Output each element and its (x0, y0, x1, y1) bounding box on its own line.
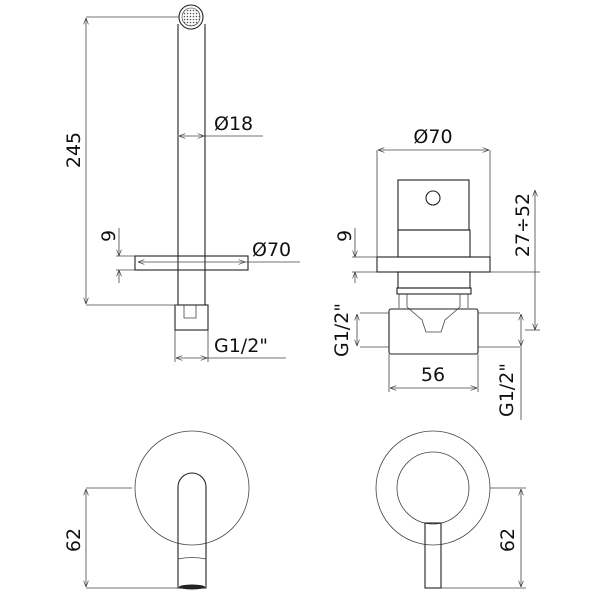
threaded-fitting (174, 304, 209, 331)
spout-rosette (134, 430, 250, 546)
aerator-mesh-icon (181, 7, 201, 27)
spout-front (177, 472, 207, 589)
thread-label: G1/2" (214, 335, 268, 357)
spout-front-view: 62 (63, 430, 250, 590)
valve-wall-plate (376, 256, 491, 273)
mixer-front-view: 62 (375, 430, 526, 589)
spout-height-label: 62 (63, 528, 85, 552)
height-245-label: 245 (63, 132, 85, 168)
valve-body (388, 308, 479, 355)
plate-diameter-label: Ø70 (252, 239, 291, 261)
valve-plate-diameter-label: Ø70 (413, 126, 452, 148)
mixer-lever (424, 522, 442, 589)
handle-hole (425, 190, 441, 206)
body-width-label: 56 (421, 364, 445, 386)
valve-side-view: Ø70 G1/2" G1/2" 56 27÷52 9 (331, 126, 540, 420)
valve-plate-thickness-label: 9 (334, 230, 356, 242)
mixer-height-label: 62 (497, 528, 519, 552)
wall-plate (134, 255, 249, 271)
inlet-thread-left-label: G1/2" (331, 303, 353, 357)
spout-diameter-label: Ø18 (214, 113, 253, 135)
mixer-knob (396, 451, 470, 525)
inlet-thread-right-label: G1/2" (496, 363, 518, 417)
wall-depth-label: 27÷52 (512, 193, 534, 257)
plate-thickness-label: 9 (98, 230, 120, 242)
spout-side-view: 245 Ø18 Ø70 9 G1/2" (63, 4, 300, 362)
mixer-rosette (375, 430, 491, 546)
